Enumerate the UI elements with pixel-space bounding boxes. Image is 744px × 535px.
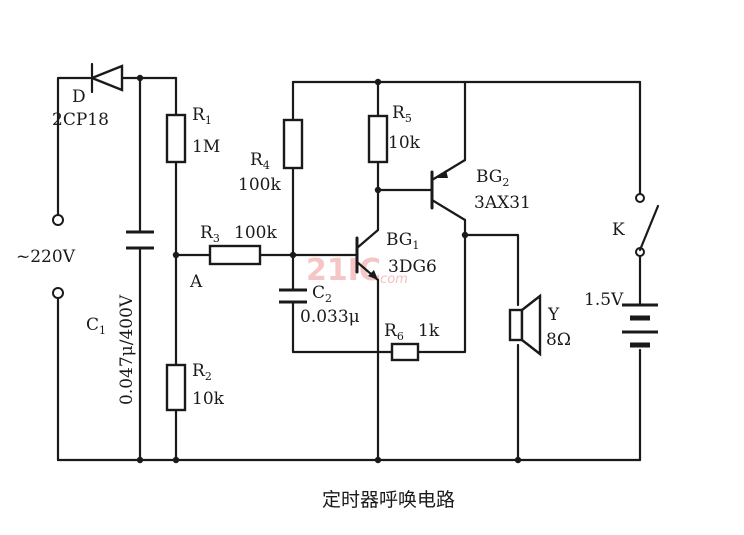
r1-value: 1M: [192, 137, 220, 157]
junctions: [136, 74, 522, 464]
resistor-r2: R2 10k: [165, 361, 225, 412]
resistor-r6: R6 1k: [384, 321, 440, 362]
diagram-caption: 定时器呼唤电路: [322, 489, 455, 511]
c2-name: C2: [312, 283, 332, 305]
r3-name: R3: [200, 223, 220, 245]
c1-name: C1: [86, 315, 106, 337]
switch-k: K: [612, 193, 660, 257]
transistor-bg2: BG2 3AX31: [430, 158, 531, 222]
r3-value: 100k: [234, 223, 277, 243]
wires: [56, 76, 642, 462]
junction-dot: [374, 186, 382, 194]
bg2-name: BG2: [476, 167, 509, 189]
junction-dot: [514, 456, 522, 464]
bg2-value: 3AX31: [474, 193, 531, 213]
ac-input: ~220V: [16, 214, 76, 299]
ac-terminal-top: [52, 214, 64, 226]
node-a-label: A: [189, 272, 203, 292]
resistor-r5: R5 10k: [367, 103, 421, 164]
junction-dot: [136, 456, 144, 464]
junction-dot: [172, 251, 180, 259]
resistor-r1: R1 1M: [165, 105, 220, 164]
diode-d: D 2CP18: [52, 62, 124, 130]
diode-name: D: [72, 87, 86, 107]
ac-terminal-bottom: [52, 287, 64, 299]
bg1-value: 3DG6: [388, 257, 437, 277]
ac-voltage-label: ~220V: [16, 247, 76, 267]
bg1-name: BG1: [386, 230, 419, 252]
junction-dot: [172, 456, 180, 464]
r5-value: 10k: [388, 133, 421, 153]
c1-value: 0.047μ/400V: [117, 294, 137, 405]
junction-dot: [374, 456, 382, 464]
r4-value: 100k: [238, 175, 281, 195]
speaker-value: 8Ω: [546, 330, 571, 350]
watermark-sub: .com: [376, 272, 408, 287]
junction-dot: [374, 78, 382, 86]
junction-dot: [461, 231, 469, 239]
resistor-r3: R3 100k: [200, 223, 277, 266]
battery: 1.5V: [584, 290, 658, 348]
junction-dot: [289, 251, 297, 259]
c2-value: 0.033μ: [300, 307, 360, 327]
capacitor-c2: C2 0.033μ: [279, 283, 360, 327]
resistor-r4: R4 100k: [238, 118, 304, 195]
diode-symbol: [88, 64, 124, 92]
switch-name: K: [612, 220, 625, 240]
r6-value: 1k: [418, 321, 440, 341]
capacitor-c1: C1 0.047μ/400V: [86, 230, 154, 405]
diode-value: 2CP18: [52, 110, 109, 130]
r2-name: R2: [192, 361, 212, 383]
junction-dot: [136, 74, 144, 82]
r1-name: R1: [192, 105, 212, 127]
speaker-name: Y: [547, 305, 560, 325]
r5-name: R5: [392, 103, 412, 125]
speaker-y: Y 8Ω: [508, 293, 571, 357]
r4-name: R4: [250, 150, 270, 172]
r2-value: 10k: [192, 389, 225, 409]
r6-name: R6: [384, 321, 404, 343]
transistor-bg1: BG1 3DG6: [343, 228, 437, 282]
battery-voltage: 1.5V: [584, 290, 624, 310]
